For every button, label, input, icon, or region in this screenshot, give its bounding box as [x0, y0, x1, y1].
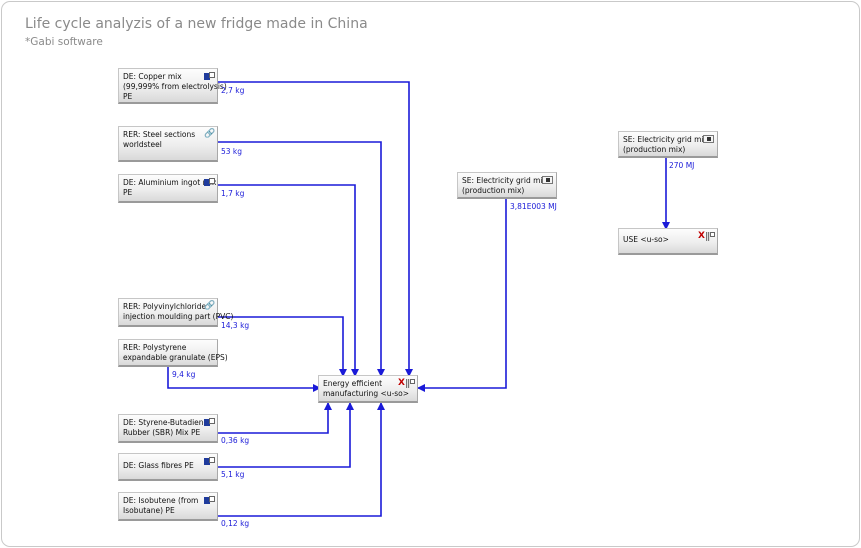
process-box-glass[interactable]: DE: Glass fibres PE: [118, 453, 218, 481]
flow-line-glass: [217, 402, 354, 468]
flow-label-glass: 5,1 kg: [221, 470, 245, 479]
link-icon: 🔗: [204, 301, 216, 311]
process-label: DE: Isobutene (from Isobutane) PE: [123, 496, 199, 515]
process-label: SE: Electricity grid mix (production mix…: [623, 135, 708, 154]
flow-label-grid1: 3,81E003 MJ: [510, 202, 557, 211]
flow-label-pvc: 14,3 kg: [221, 321, 250, 330]
flow-line-grid1: [417, 198, 507, 392]
database-icon: [204, 72, 215, 81]
process-box-grid1[interactable]: SE: Electricity grid mix (production mix…: [457, 172, 557, 199]
link-icon: 🔗: [204, 129, 216, 139]
process-box-use[interactable]: USE <u-so> X: [618, 228, 718, 255]
flow-label-aluminium: 1,7 kg: [221, 189, 245, 198]
process-box-eps[interactable]: RER: Polystyrene expandable granulate (E…: [118, 339, 228, 367]
process-icon: X: [398, 378, 415, 388]
process-box-pvc[interactable]: RER: Polyvinylchloride injection mouldin…: [118, 298, 234, 327]
database-icon: [204, 496, 215, 505]
flow-label-sbr: 0,36 kg: [221, 436, 250, 445]
grid-icon: [703, 135, 714, 143]
process-label: DE: Aluminium ingot mix PE: [123, 178, 217, 197]
process-label: RER: Polystyrene expandable granulate (E…: [123, 343, 228, 362]
page-title: Life cycle analyzis of a new fridge made…: [25, 16, 368, 32]
flow-line-sbr: [217, 402, 332, 434]
process-icon: X: [698, 231, 715, 241]
process-box-aluminium[interactable]: DE: Aluminium ingot mix PE: [118, 174, 218, 203]
page-subtitle: *Gabi software: [25, 36, 103, 48]
process-label: Energy efficient manufacturing <u-so>: [323, 379, 410, 398]
process-label: SE: Electricity grid mix (production mix…: [462, 176, 547, 195]
grid-icon: [542, 176, 553, 184]
process-label: RER: Steel sections worldsteel: [123, 130, 196, 149]
flow-label-isobutene: 0,12 kg: [221, 519, 250, 528]
database-icon: [204, 178, 215, 187]
flow-line-isobutene: [217, 402, 385, 517]
flow-line-aluminium: [217, 184, 359, 377]
process-label: DE: Copper mix (99,999% from electrolysi…: [123, 72, 227, 101]
database-icon: [204, 418, 215, 427]
flow-label-steel: 53 kg: [221, 147, 243, 156]
process-label: DE: Styrene-Butadiene Rubber (SBR) Mix P…: [123, 418, 209, 437]
flow-line-copper: [217, 81, 413, 377]
flow-line-pvc: [217, 316, 347, 377]
process-box-grid2[interactable]: SE: Electricity grid mix (production mix…: [618, 131, 718, 158]
process-box-isobutene[interactable]: DE: Isobutene (from Isobutane) PE: [118, 492, 218, 521]
flow-label-grid2: 270 MJ: [669, 161, 695, 170]
flow-label-copper: 2,7 kg: [221, 86, 245, 95]
process-label: USE <u-so>: [623, 235, 669, 244]
flow-line-eps: [167, 364, 321, 392]
process-box-manufacturing[interactable]: Energy efficient manufacturing <u-so> X: [318, 375, 418, 403]
process-box-copper[interactable]: DE: Copper mix (99,999% from electrolysi…: [118, 68, 227, 104]
process-label: DE: Glass fibres PE: [123, 461, 194, 470]
database-icon: [204, 457, 215, 466]
flow-label-eps: 9,4 kg: [172, 370, 196, 379]
flow-line-steel: [217, 141, 385, 377]
process-label: RER: Polyvinylchloride injection mouldin…: [123, 302, 234, 321]
process-box-sbr[interactable]: DE: Styrene-Butadiene Rubber (SBR) Mix P…: [118, 414, 218, 443]
process-box-steel[interactable]: RER: Steel sections worldsteel 🔗: [118, 126, 218, 162]
